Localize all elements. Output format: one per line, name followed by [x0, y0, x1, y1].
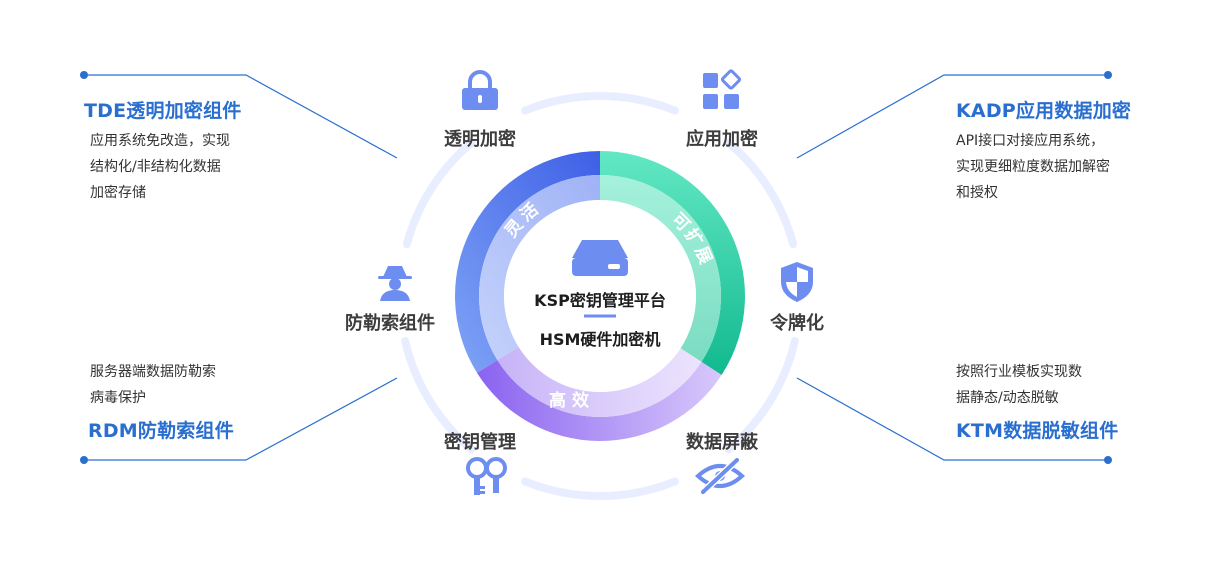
card-line: 据静态/动态脱敏	[956, 390, 1059, 406]
connector-ktm	[796, 377, 1108, 461]
card-desc-tde: 应用系统免改造，实现 结构化/非结构化数据 加密存储	[90, 128, 230, 206]
card-title-tde: TDE透明加密组件	[84, 100, 242, 122]
server-icon	[572, 240, 628, 276]
ring-inner-efficient	[497, 346, 702, 417]
connectors	[84, 74, 1108, 461]
card-desc-kadp: API接口对接应用系统， 实现更细粒度数据加解密 和授权	[956, 128, 1110, 206]
ring-segment-efficient	[477, 360, 722, 442]
connector-dot	[80, 71, 88, 79]
card-title-ktm: KTM数据脱敏组件	[956, 420, 1119, 442]
card-title-rdm: RDM防勒索组件	[88, 420, 234, 442]
connector-dot	[1104, 71, 1112, 79]
lock-icon	[462, 70, 498, 110]
card-line: 结构化/非结构化数据	[90, 159, 221, 175]
outer-ring-arc	[521, 477, 679, 500]
ring-inner-flexible	[479, 175, 600, 361]
outer-ring-arc	[521, 92, 679, 115]
outer-ring-arc	[402, 138, 476, 249]
connector-dot	[80, 456, 88, 464]
connector-dot	[1104, 456, 1112, 464]
connector-kadp	[796, 74, 1108, 159]
shield-icon	[781, 262, 813, 302]
card-line: 应用系统免改造，实现	[90, 133, 230, 149]
center-title-hsm: HSM硬件加密机	[539, 330, 661, 349]
segment-label-application: 应用加密	[686, 129, 758, 150]
segment-label-transparent: 透明加密	[444, 129, 516, 150]
card-line: 和授权	[956, 185, 998, 201]
card-line: API接口对接应用系统，	[956, 133, 1105, 149]
connector-rdm	[84, 377, 398, 461]
spy-user-icon	[378, 266, 412, 301]
segment-label-token: 令牌化	[770, 313, 824, 334]
card-line: 加密存储	[90, 185, 146, 201]
card-title-kadp: KADP应用数据加密	[956, 100, 1132, 122]
apps-grid-icon	[703, 69, 742, 109]
center-title-ksp: KSP密钥管理平台	[534, 291, 666, 310]
ring-segment-flexible	[454, 151, 600, 373]
card-desc-rdm: 服务器端数据防勒索 病毒保护	[90, 359, 216, 411]
card-line: 服务器端数据防勒索	[90, 364, 216, 380]
card-desc-ktm: 按照行业模板实现数 据静态/动态脱敏	[956, 359, 1082, 411]
outer-ring-arc	[724, 336, 799, 454]
key-icon	[466, 457, 507, 495]
ring-center-disc	[504, 200, 696, 392]
outer-ring-arc	[724, 138, 798, 249]
card-line: 病毒保护	[90, 390, 146, 406]
main-ring	[454, 151, 746, 442]
card-line: 按照行业模板实现数	[956, 364, 1082, 380]
eye-slash-icon	[695, 457, 745, 495]
segment-label-ransomware: 防勒索组件	[345, 313, 435, 334]
card-line: 实现更细粒度数据加解密	[956, 159, 1110, 175]
connector-tde	[84, 74, 398, 159]
ring-inner-scalable	[600, 175, 721, 362]
ring-segment-scalable	[600, 151, 746, 375]
segment-label-masking: 数据屏蔽	[686, 432, 758, 453]
outer-ring	[401, 92, 799, 500]
outer-ring-arc	[401, 336, 476, 454]
ring-word-efficient: 高效	[549, 390, 595, 411]
segment-label-key-mgmt: 密钥管理	[444, 432, 516, 453]
